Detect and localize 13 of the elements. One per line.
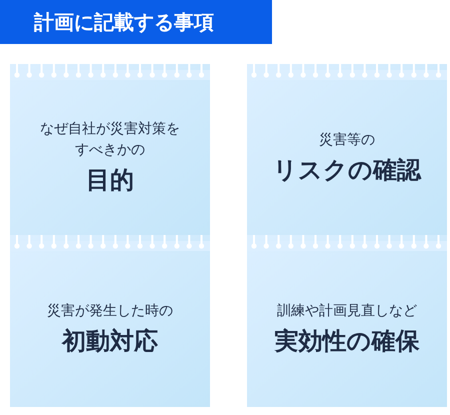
card-heading: 初動対応 (62, 326, 158, 357)
notepad-card (10, 64, 210, 236)
card-subtext: 災害が発生した時の (47, 302, 173, 321)
card-subtext: 災害等の (319, 130, 375, 150)
card-heading: リスクの確認 (273, 154, 421, 186)
notepad-card (10, 235, 210, 407)
card-heading: 目的 (86, 165, 134, 196)
card-subtext: 訓練や計画見直しなど (277, 302, 417, 321)
notepad-card (247, 64, 447, 236)
card-heading: 実効性の確保 (274, 326, 420, 357)
title-banner: 計画に記載する事項 (0, 0, 272, 44)
card-subtext: なぜ自社が災害対策をすべきかの (39, 120, 181, 160)
notepad-card (247, 235, 447, 407)
